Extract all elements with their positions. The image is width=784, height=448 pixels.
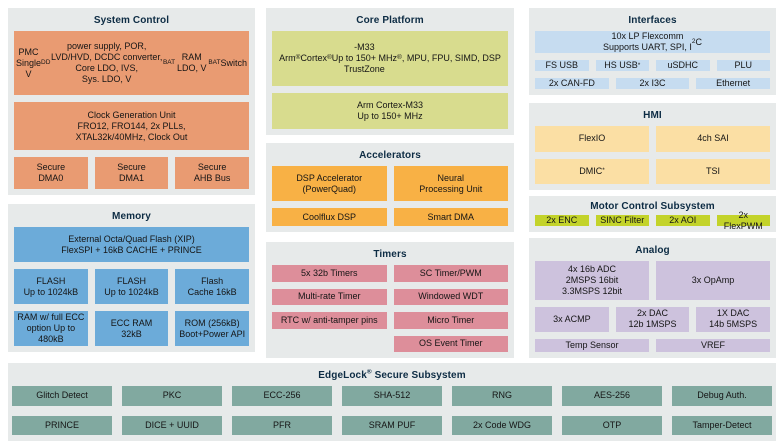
block-3x-acmp: 3x ACMP [535,306,609,333]
section-title-timers: Timers [373,249,407,260]
block-flexio: FlexIO [535,126,649,152]
section-title-hmi: HMI [643,110,662,121]
block-fs-usb: FS USB [535,60,589,71]
block-multi-rate-timer: Multi-rate Timer [272,288,387,305]
block-sinc-filter: SINC Filter [595,215,649,226]
block-rtc-w-anti-tamper-pins: RTC w/ anti-tamper pins [272,312,387,329]
block-pkc: PKC [122,386,222,406]
block-temp-sensor: Temp Sensor [535,339,649,352]
block-coolflux-dsp: Coolflux DSP [272,208,387,226]
block-2x-code-wdg: 2x Code WDG [452,415,552,435]
section-title-analog: Analog [635,245,670,256]
block-dsp-accelerator: DSP Accelerator(PowerQuad) [272,166,387,202]
block-external-octa-quad-flash-xip: External Octa/Quad Flash (XIP)FlexSPI + … [14,227,249,262]
block-2x-i3c: 2x I3C [615,78,690,89]
section-title-accelerators: Accelerators [359,150,421,161]
block-dice-uuid: DICE + UUID [122,415,222,435]
block-2x-can-fd: 2x CAN-FD [535,78,609,89]
section-title-interfaces: Interfaces [628,15,677,26]
block-tsi: TSI [656,158,770,184]
block-hs-usb: HS USB* [595,60,649,71]
section-timers: Timers 5x 32b Timers SC Timer/PWM Multi-rat… [266,242,514,358]
block-2x-aoi: 2x AOI [656,215,710,226]
block-rom-256kb: ROM (256kB)Boot+Power API [175,311,250,346]
block-smart-dma: Smart DMA [393,208,508,226]
block-windowed-wdt: Windowed WDT [393,288,508,305]
block-2x-enc: 2x ENC [535,215,589,226]
block-ethernet: Ethernet [696,78,771,89]
block-micro-timer: Micro Timer [393,312,508,329]
block-rng: RNG [452,386,552,406]
spacer [272,336,387,353]
section-title-system-control: System Control [93,15,170,26]
block-otp: OTP [562,415,662,435]
section-title-memory: Memory [112,211,151,222]
block-plu: PLU [716,60,770,71]
block-dmic: DMIC* [535,158,649,184]
block-2x-flexpwm: 2x FlexPWM [716,210,770,231]
block-usdhc: uSDHC [656,60,710,71]
block-sram-puf: SRAM PUF [342,415,442,435]
section-title-core-platform: Core Platform [356,15,424,26]
block-os-event-timer: OS Event Timer [393,335,508,352]
section-hmi: HMI FlexIO 4ch SAI DMIC* TSI [529,103,776,190]
block-vref: VREF [656,339,770,352]
block-sc-timer-pwm: SC Timer/PWM [393,265,508,282]
block-4ch-sai: 4ch SAI [656,126,770,152]
block-debug-auth: Debug Auth. [672,386,772,406]
block-3x-opamp: 3x OpAmp [656,261,770,300]
block-glitch-detect: Glitch Detect [12,386,112,406]
section-title-motor-control: Motor Control Subsystem [590,201,715,212]
block-ecc-256: ECC-256 [232,386,332,406]
block-sha-512: SHA-512 [342,386,442,406]
block-pfr: PFR [232,415,332,435]
section-title-edgelock: EdgeLock® Secure Subsystem [318,368,466,381]
block-prince: PRINCE [12,415,112,435]
block-aes-256: AES-256 [562,386,662,406]
block-5x-32b-timers: 5x 32b Timers [272,265,387,282]
block-tamper-detect: Tamper-Detect [672,415,772,435]
